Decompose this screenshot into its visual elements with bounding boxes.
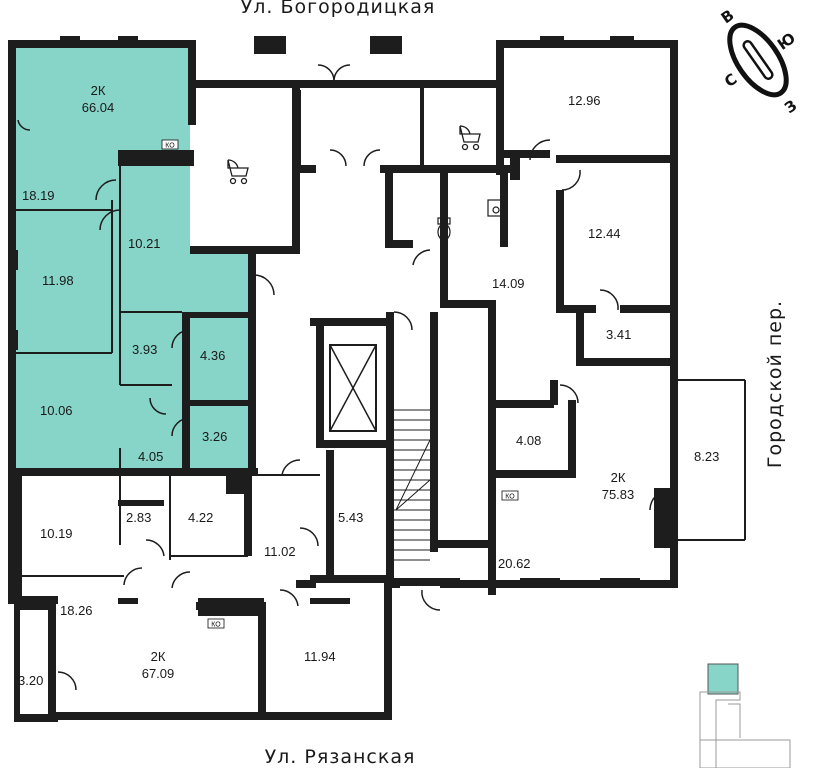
room-area: 4.22 xyxy=(188,510,213,525)
room-area: 10.06 xyxy=(40,403,73,418)
toilet-icon xyxy=(437,217,451,241)
apartment-type-label: 2К xyxy=(611,470,626,485)
svg-text:КО: КО xyxy=(165,143,175,150)
room-area: 10.21 xyxy=(128,236,161,251)
svg-text:КО: КО xyxy=(211,622,221,629)
elevator-shaft xyxy=(329,344,377,432)
room-area: 3.93 xyxy=(132,342,157,357)
street-name-bottom: Ул. Рязанская xyxy=(265,746,416,768)
stair-direction xyxy=(395,439,431,511)
room-area: 4.36 xyxy=(200,348,225,363)
highlighted-apartment[interactable] xyxy=(12,48,252,472)
room-area: 3.20 xyxy=(18,673,43,688)
apartment-area-label: 66.04 xyxy=(82,100,115,115)
street-name-top: Ул. Богородицкая xyxy=(241,0,436,18)
apartment-type-label: 2К xyxy=(91,83,106,98)
compass: В З С Ю xyxy=(718,6,800,117)
kitchen-badge: КО xyxy=(501,490,519,501)
stroller-icon xyxy=(459,125,481,151)
compass-north: С xyxy=(721,70,740,91)
highlighted-apartment-fill xyxy=(12,48,252,472)
room-area: 20.62 xyxy=(498,556,531,571)
room-area: 4.05 xyxy=(138,449,163,464)
doors xyxy=(17,64,671,691)
room-area: 8.23 xyxy=(694,449,719,464)
room-area: 4.08 xyxy=(516,433,541,448)
room-area: 3.26 xyxy=(202,429,227,444)
compass-west: В xyxy=(718,6,738,27)
kitchen-badge: КО xyxy=(161,139,179,150)
room-area: 12.96 xyxy=(568,93,601,108)
room-area: 11.02 xyxy=(264,544,296,559)
room-area: 12.44 xyxy=(588,226,621,241)
room-area: 5.43 xyxy=(338,510,363,525)
svg-text:КО: КО xyxy=(505,494,515,501)
apartment-area-label: 75.83 xyxy=(602,487,635,502)
site-minimap xyxy=(699,663,791,768)
sink-icon xyxy=(487,199,505,217)
street-name-right: Городской пер. xyxy=(764,300,786,468)
room-area: 11.94 xyxy=(304,649,336,664)
room-area: 14.09 xyxy=(492,276,525,291)
minimap-highlight xyxy=(707,663,739,695)
room-area: 18.19 xyxy=(22,188,55,203)
apartment-area-label: 67.09 xyxy=(142,666,175,681)
room-area: 18.26 xyxy=(60,603,93,618)
compass-east: З xyxy=(781,96,800,117)
room-area: 3.41 xyxy=(606,327,631,342)
stroller-icon xyxy=(227,159,249,185)
apartment-type-label: 2К xyxy=(151,649,166,664)
room-area: 11.98 xyxy=(42,273,74,288)
room-area: 2.83 xyxy=(126,510,151,525)
room-area: 10.19 xyxy=(40,526,73,541)
kitchen-badge: КО xyxy=(207,618,225,629)
staircase xyxy=(394,409,431,561)
room-area-labels: 18.19 10.21 11.98 3.93 4.36 10.06 4.05 3… xyxy=(18,93,719,688)
